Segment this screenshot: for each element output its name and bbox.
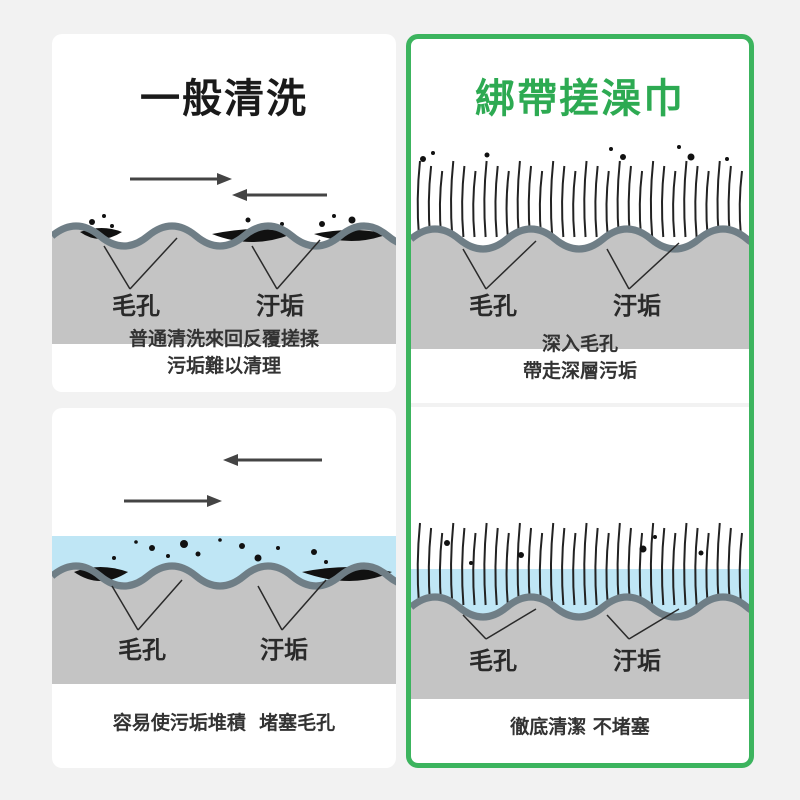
bristle bbox=[416, 160, 421, 238]
bristle bbox=[683, 522, 688, 606]
bristle bbox=[416, 522, 421, 606]
bristle bbox=[649, 522, 655, 606]
bristles bbox=[416, 160, 743, 238]
bristle bbox=[694, 165, 699, 238]
bristle bbox=[649, 160, 655, 238]
bristle bbox=[594, 527, 599, 606]
bristle bbox=[660, 165, 666, 238]
dirt-label: 汙垢 bbox=[613, 647, 661, 675]
arrow-right-icon bbox=[124, 495, 222, 507]
panel-divider bbox=[411, 403, 749, 407]
bristle bbox=[672, 170, 677, 238]
normal-wash-top-card: 一般清洗 毛孔 汙垢 普通清洗來回反覆搓揉 污垢難以清理 bbox=[52, 34, 396, 392]
bristle bbox=[505, 532, 510, 606]
dirt-label: 汙垢 bbox=[256, 292, 304, 320]
bristle bbox=[450, 160, 455, 238]
bristle bbox=[705, 170, 710, 238]
normal-wash-clog-illustration: 毛孔 汙垢 bbox=[52, 454, 396, 684]
arrow-right-icon bbox=[130, 173, 232, 185]
bristle bbox=[494, 165, 499, 238]
dirt-label: 汙垢 bbox=[613, 292, 661, 320]
bristle bbox=[450, 522, 455, 606]
strap-scrub-towel-panel: 綁帶搓澡巾 毛孔 汙垢 深入毛孔 帶走深層污垢 毛孔 汙垢 徹底清潔 不堵塞 bbox=[406, 34, 754, 768]
strap-towel-bottom-caption: 徹底清潔 不堵塞 bbox=[510, 716, 650, 738]
bristle bbox=[583, 522, 588, 606]
arrow-left-icon bbox=[232, 189, 327, 201]
bristle bbox=[472, 532, 477, 606]
bristle bbox=[461, 165, 466, 238]
bristle bbox=[694, 527, 699, 606]
normal-wash-bottom-caption: 容易使污垢堆積 堵塞毛孔 bbox=[112, 712, 336, 734]
bristle bbox=[483, 522, 488, 606]
bristle bbox=[561, 527, 566, 606]
bristle bbox=[483, 160, 488, 238]
bristle bbox=[594, 165, 599, 238]
bristle bbox=[561, 165, 566, 238]
pore-label: 毛孔 bbox=[469, 292, 517, 320]
bristle bbox=[605, 170, 610, 238]
bristle bbox=[549, 160, 555, 238]
pore-label: 毛孔 bbox=[118, 636, 166, 664]
bristle bbox=[683, 160, 688, 238]
bristle bbox=[549, 522, 555, 606]
bristle bbox=[461, 527, 466, 606]
bristle bbox=[605, 532, 610, 606]
pore-label: 毛孔 bbox=[112, 292, 160, 320]
strap-towel-clean-illustration: 毛孔 汙垢 bbox=[411, 522, 749, 699]
bristle bbox=[738, 170, 743, 238]
bristle bbox=[572, 532, 577, 606]
normal-wash-skin-illustration: 毛孔 汙垢 bbox=[52, 173, 396, 344]
strap-scrub-towel-title: 綁帶搓澡巾 bbox=[475, 76, 685, 122]
normal-wash-title: 一般清洗 bbox=[140, 76, 308, 122]
bristle bbox=[516, 160, 521, 238]
strap-towel-top-caption: 深入毛孔 帶走深層污垢 bbox=[522, 333, 637, 382]
normal-wash-top-caption: 普通清洗來回反覆搓揉 污垢難以清理 bbox=[128, 328, 319, 377]
dirt-label: 汙垢 bbox=[260, 636, 308, 664]
bristle bbox=[505, 170, 510, 238]
pore-label: 毛孔 bbox=[469, 647, 517, 675]
bristle bbox=[616, 160, 621, 238]
bristle bbox=[472, 170, 477, 238]
arrow-left-icon bbox=[223, 454, 322, 466]
bristle bbox=[660, 527, 666, 606]
bristle bbox=[583, 160, 588, 238]
strap-towel-skin-illustration: 毛孔 汙垢 bbox=[411, 145, 749, 349]
bristle bbox=[572, 170, 577, 238]
bristle bbox=[672, 532, 677, 606]
bristle bbox=[638, 170, 644, 238]
bristle bbox=[494, 527, 499, 606]
normal-wash-bottom-card: 毛孔 汙垢 容易使污垢堆積 堵塞毛孔 bbox=[52, 408, 396, 768]
